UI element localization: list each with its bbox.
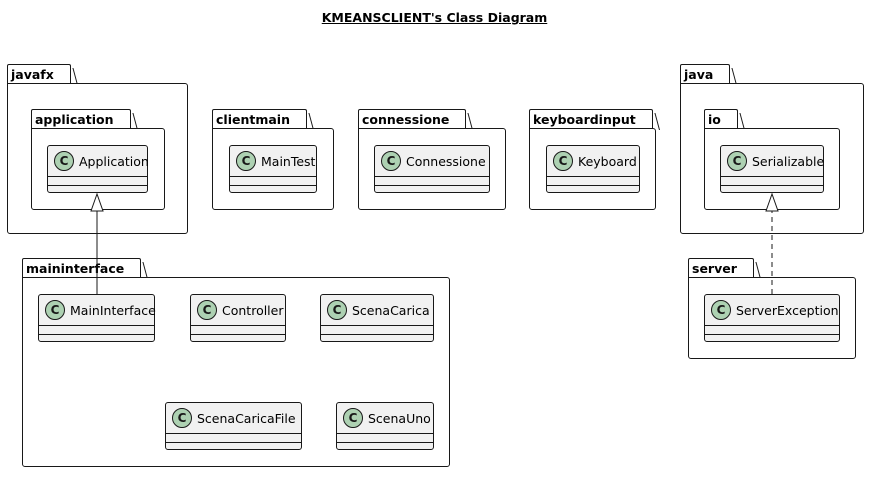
class-name: ScenaCarica [352, 302, 430, 318]
class-name: Connessione [406, 153, 486, 169]
class-name: ServerException [736, 302, 839, 318]
class-connessione: C Connessione [374, 145, 490, 193]
class-icon: C [54, 151, 74, 171]
package-maininterface-label: maininterface [22, 258, 142, 278]
class-name: MainInterface [70, 302, 156, 318]
class-icon: C [197, 300, 217, 320]
class-keyboard: C Keyboard [546, 145, 640, 193]
class-icon: C [45, 300, 65, 320]
class-icon: C [172, 408, 192, 428]
package-server-label: server [688, 258, 754, 278]
class-icon: C [236, 151, 256, 171]
extends-arrow [90, 192, 104, 294]
class-icon: C [727, 151, 747, 171]
class-application: C Application [47, 145, 149, 193]
implements-arrow [765, 192, 779, 294]
class-name: Controller [222, 302, 284, 318]
class-name: Application [79, 153, 149, 169]
class-icon: C [327, 300, 347, 320]
class-serializable: C Serializable [720, 145, 824, 193]
package-keyboardinput-label: keyboardinput [529, 109, 653, 129]
class-name: Serializable [752, 153, 825, 169]
package-java-label: java [680, 64, 731, 84]
package-javafx-label: javafx [7, 64, 71, 84]
class-name: ScenaUno [368, 410, 431, 426]
class-scenacaricafile: C ScenaCaricaFile [165, 402, 302, 450]
class-icon: C [343, 408, 363, 428]
class-maininterface: C MainInterface [38, 294, 156, 342]
class-serverexception: C ServerException [704, 294, 840, 342]
class-name: Keyboard [578, 153, 637, 169]
class-icon: C [553, 151, 573, 171]
class-name: MainTest [261, 153, 316, 169]
package-io-label: io [704, 109, 738, 129]
class-scenacarica: C ScenaCarica [320, 294, 434, 342]
class-icon: C [381, 151, 401, 171]
class-maintest: C MainTest [229, 145, 317, 193]
diagram-title: KMEANSCLIENT's Class Diagram [321, 10, 548, 25]
class-scenauno: C ScenaUno [336, 402, 434, 450]
class-name: ScenaCaricaFile [197, 410, 296, 426]
package-connessione-label: connessione [358, 109, 467, 129]
package-clientmain-label: clientmain [212, 109, 307, 129]
class-controller: C Controller [190, 294, 286, 342]
package-application-label: application [31, 109, 131, 129]
class-icon: C [711, 300, 731, 320]
